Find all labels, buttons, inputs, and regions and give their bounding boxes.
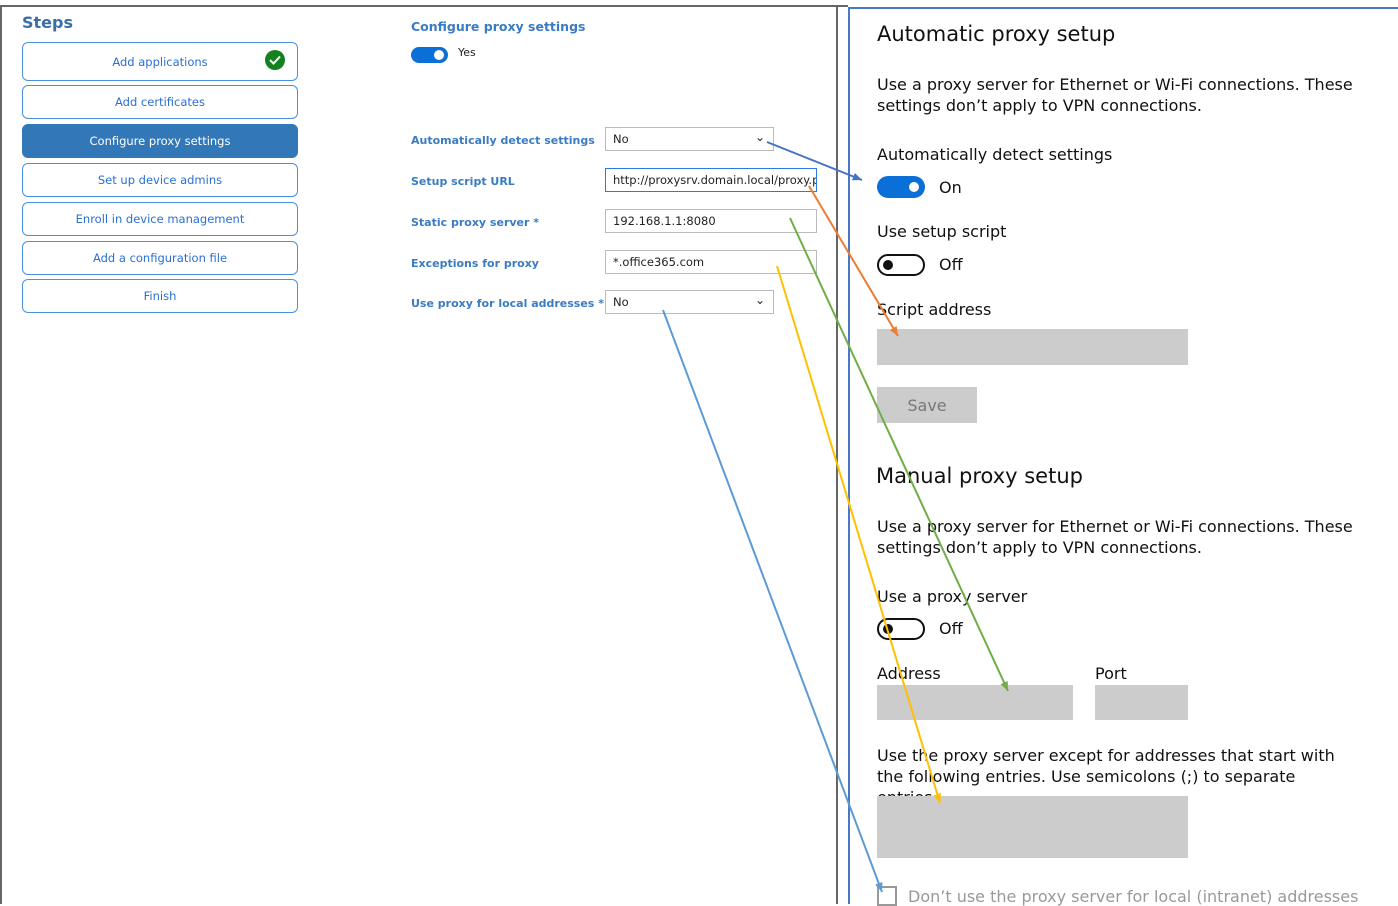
label-text: Use proxy for local addresses: [411, 297, 595, 310]
manual-proxy-description: Use a proxy server for Ethernet or Wi-Fi…: [877, 517, 1353, 557]
step-add-applications[interactable]: Add applications: [22, 42, 298, 81]
arrow-exceptions: [776, 265, 942, 804]
port-label: Port: [1095, 664, 1127, 683]
script-address-label: Script address: [877, 300, 992, 319]
required-marker: *: [598, 297, 604, 310]
step-label: Enroll in device management: [75, 212, 245, 226]
save-button[interactable]: Save: [877, 387, 977, 423]
configure-proxy-toggle[interactable]: [411, 47, 448, 63]
address-label: Address: [877, 664, 941, 683]
toggle-state-label: Yes: [458, 46, 476, 59]
use-proxy-label: Use a proxy server: [877, 587, 1028, 606]
step-label: Configure proxy settings: [89, 134, 231, 148]
select-value: No: [613, 132, 629, 146]
use-proxy-state: Off: [939, 619, 963, 638]
local-addresses-select[interactable]: No ⌄: [605, 290, 774, 314]
step-finish[interactable]: Finish: [22, 279, 298, 313]
windows-panel-top-border: [848, 7, 1398, 9]
local-addresses-checkbox-label: Don’t use the proxy server for local (in…: [908, 887, 1359, 906]
windows-panel-border: [848, 7, 850, 904]
arrow-auto-detect: [766, 141, 863, 181]
port-input[interactable]: [1095, 685, 1188, 720]
setup-script-url-label: Setup script URL: [411, 175, 515, 188]
required-marker: *: [533, 216, 540, 229]
step-label: Set up device admins: [97, 173, 223, 187]
step-add-certificates[interactable]: Add certificates: [22, 85, 298, 119]
static-proxy-input[interactable]: 192.168.1.1:8080: [605, 209, 817, 233]
local-addresses-label: Use proxy for local addresses *: [411, 297, 604, 310]
exceptions-label: Exceptions for proxy: [411, 257, 539, 270]
step-add-configuration-file[interactable]: Add a configuration file: [22, 241, 298, 275]
step-enroll-device-management[interactable]: Enroll in device management: [22, 202, 298, 236]
checkmark-icon: [265, 50, 285, 70]
steps-title: Steps: [22, 13, 73, 32]
setup-script-toggle[interactable]: [877, 254, 925, 276]
step-label: Finish: [143, 289, 177, 303]
manual-proxy-title: Manual proxy setup: [876, 464, 1083, 488]
arrow-static-proxy: [789, 217, 1009, 692]
auto-detect-select[interactable]: No ⌄: [605, 127, 774, 151]
arrow-local-addresses: [662, 309, 883, 893]
static-proxy-label: Static proxy server *: [411, 216, 539, 229]
panel-divider: [836, 5, 838, 904]
step-set-up-device-admins[interactable]: Set up device admins: [22, 163, 298, 197]
auto-proxy-description: Use a proxy server for Ethernet or Wi-Fi…: [877, 75, 1353, 115]
auto-detect-setting-label: Automatically detect settings: [877, 145, 1113, 164]
frame-top-border: [0, 5, 848, 7]
arrow-script: [808, 185, 899, 337]
setup-script-state: Off: [939, 255, 963, 274]
chevron-down-icon: ⌄: [754, 293, 765, 307]
script-address-input[interactable]: [877, 329, 1188, 365]
step-label: Add applications: [112, 54, 208, 69]
auto-proxy-title: Automatic proxy setup: [877, 22, 1116, 46]
setup-script-label: Use setup script: [877, 222, 1007, 241]
step-configure-proxy-settings[interactable]: Configure proxy settings: [22, 124, 298, 158]
chevron-down-icon: ⌄: [754, 130, 765, 144]
exceptions-textarea[interactable]: [877, 796, 1188, 858]
auto-detect-label: Automatically detect settings: [411, 134, 595, 147]
select-value: No: [613, 295, 629, 309]
step-label: Add a configuration file: [92, 251, 228, 265]
frame-left-border: [0, 5, 2, 904]
step-label: Add certificates: [115, 95, 205, 109]
auto-detect-state: On: [939, 178, 962, 197]
config-title: Configure proxy settings: [411, 19, 586, 34]
auto-detect-toggle[interactable]: [877, 176, 925, 198]
exceptions-input[interactable]: *.office365.com: [605, 250, 817, 274]
label-text: Static proxy server: [411, 216, 530, 229]
setup-script-url-input[interactable]: http://proxysrv.domain.local/proxy.pa: [605, 168, 817, 192]
